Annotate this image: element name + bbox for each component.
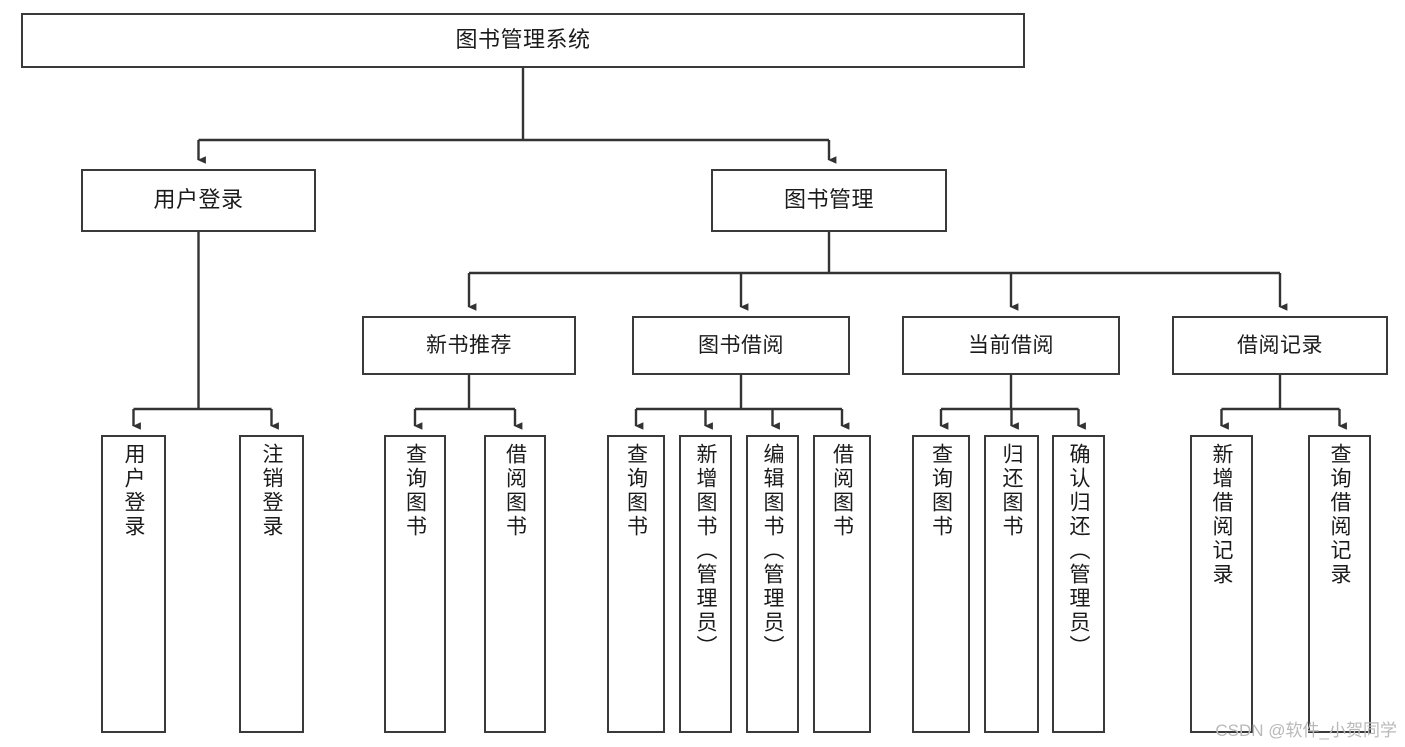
node-leaf-query-borrow-record[interactable]: 查询借阅记录 xyxy=(1308,435,1371,733)
node-label: 查询图书 xyxy=(403,443,427,539)
node-label: 图书管理系统 xyxy=(455,27,591,53)
node-label: 图书管理 xyxy=(783,187,874,213)
node-label: 编辑图书（管理员） xyxy=(761,443,784,659)
node-label: 借阅图书 xyxy=(503,443,527,539)
node-user-login[interactable]: 用户登录 xyxy=(81,169,316,232)
node-new-book-recommend[interactable]: 新书推荐 xyxy=(362,316,576,375)
node-label: 借阅图书 xyxy=(830,443,854,539)
node-leaf-logout-login[interactable]: 注销登录 xyxy=(239,435,304,733)
node-leaf-confirm-return-admin[interactable]: 确认归还（管理员） xyxy=(1052,435,1105,733)
node-leaf-add-borrow-record[interactable]: 新增借阅记录 xyxy=(1190,435,1253,733)
node-leaf-user-login[interactable]: 用户登录 xyxy=(101,435,166,733)
node-root[interactable]: 图书管理系统 xyxy=(21,13,1025,68)
node-leaf-borrow-books-rec[interactable]: 借阅图书 xyxy=(484,435,546,733)
node-book-borrow[interactable]: 图书借阅 xyxy=(632,316,850,375)
node-leaf-borrow-books[interactable]: 借阅图书 xyxy=(813,435,871,733)
node-label: 注销登录 xyxy=(260,443,283,539)
node-leaf-add-book-admin[interactable]: 新增图书（管理员） xyxy=(679,435,732,733)
node-current-borrow[interactable]: 当前借阅 xyxy=(902,316,1120,375)
csdn-watermark: CSDN @软件_小贺同学 xyxy=(1215,721,1397,740)
node-label: 归还图书 xyxy=(1000,443,1023,539)
node-book-management[interactable]: 图书管理 xyxy=(711,169,947,232)
node-label: 新书推荐 xyxy=(426,333,512,357)
node-label: 用户登录 xyxy=(153,187,244,213)
node-label: 确认归还（管理员） xyxy=(1067,443,1090,659)
node-leaf-query-books-current[interactable]: 查询图书 xyxy=(912,435,970,733)
node-label: 图书借阅 xyxy=(698,333,784,357)
node-leaf-edit-book-admin[interactable]: 编辑图书（管理员） xyxy=(746,435,799,733)
node-leaf-return-books[interactable]: 归还图书 xyxy=(984,435,1039,733)
node-label: 查询借阅记录 xyxy=(1328,443,1351,587)
node-label: 借阅记录 xyxy=(1237,333,1323,357)
node-label: 查询图书 xyxy=(624,443,648,539)
node-borrow-record[interactable]: 借阅记录 xyxy=(1172,316,1388,375)
node-label: 查询图书 xyxy=(929,443,953,539)
node-leaf-query-books-borrow[interactable]: 查询图书 xyxy=(607,435,665,733)
node-label: 当前借阅 xyxy=(968,333,1054,357)
node-label: 新增图书（管理员） xyxy=(694,443,717,659)
node-leaf-query-books-rec[interactable]: 查询图书 xyxy=(384,435,446,733)
node-label: 用户登录 xyxy=(122,443,145,539)
node-label: 新增借阅记录 xyxy=(1210,443,1233,587)
